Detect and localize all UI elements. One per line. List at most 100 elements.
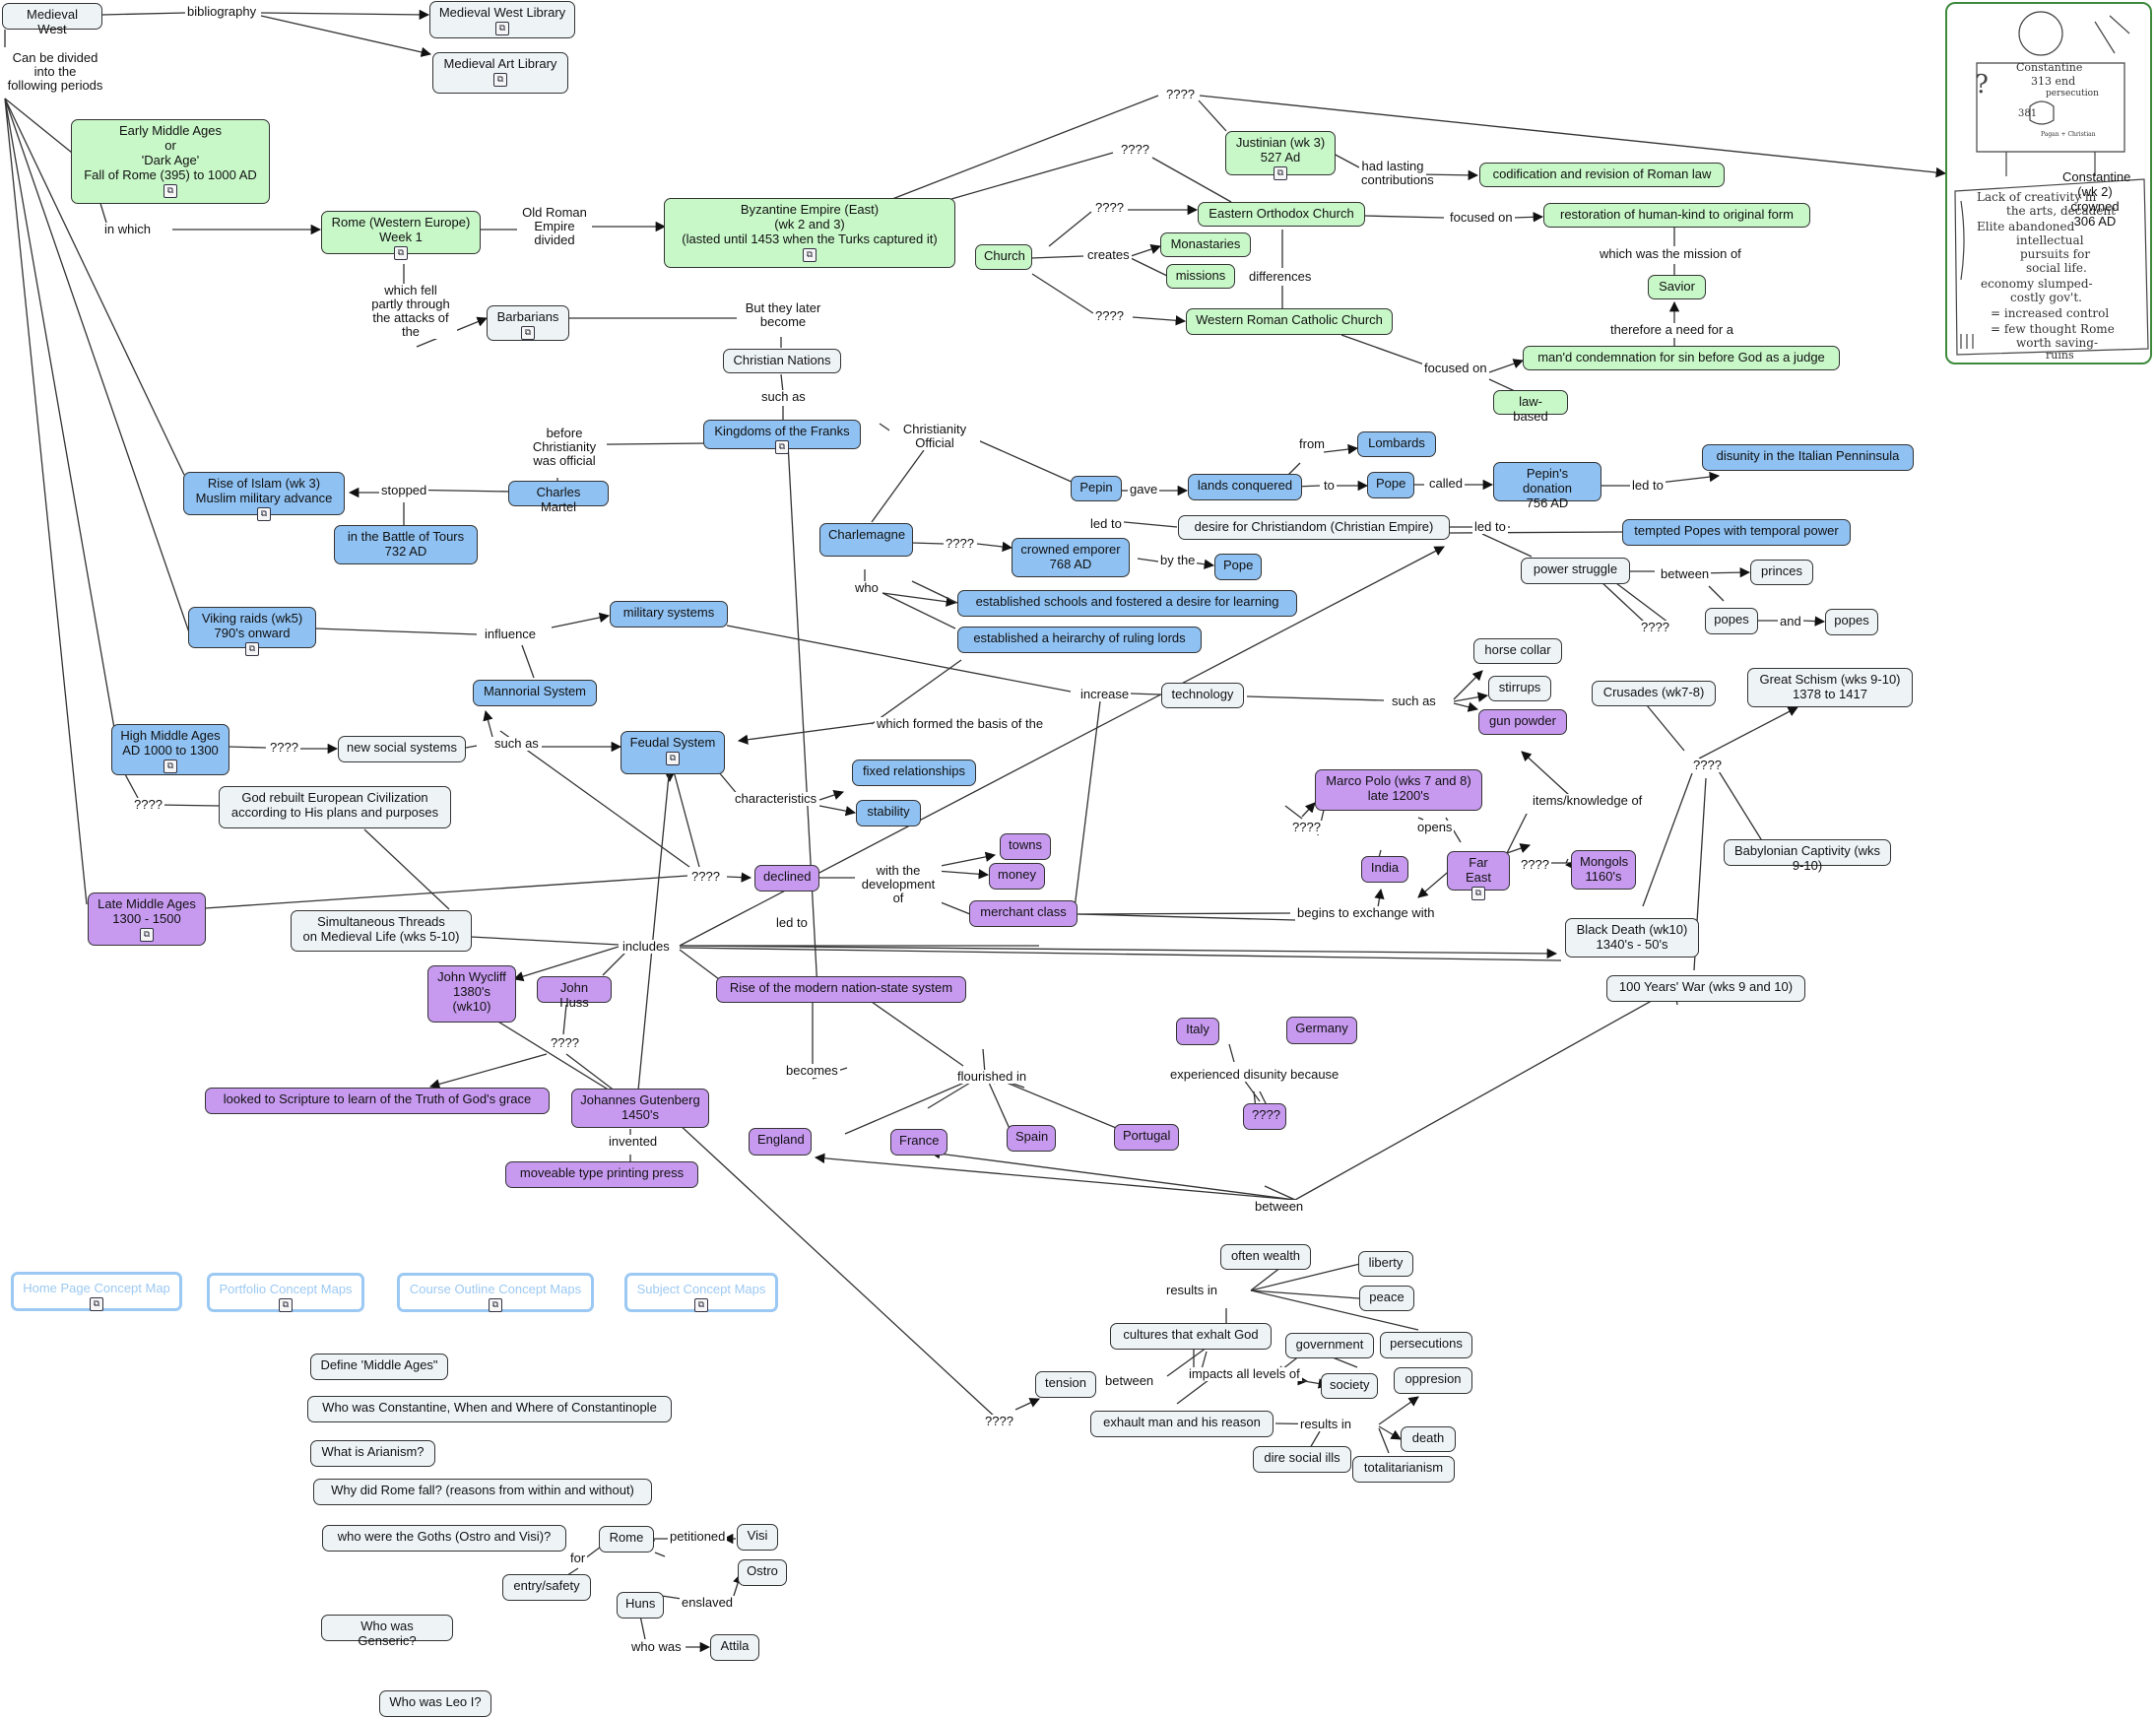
- node-question-leo[interactable]: Who was Leo I?: [379, 1690, 491, 1717]
- node-pepins-donation[interactable]: Pepin's donation 756 AD: [1493, 462, 1601, 510]
- node-john-wycliff[interactable]: John Wycliff 1380's (wk10): [427, 965, 516, 1023]
- linked-resource-icon[interactable]: ⧉: [803, 248, 817, 262]
- node-christian-nations[interactable]: Christian Nations: [723, 349, 841, 373]
- node-question-goths[interactable]: who were the Goths (Ostro and Visi)?: [322, 1525, 566, 1552]
- node-established-heirarchy[interactable]: established a heirarchy of ruling lords: [957, 627, 1202, 653]
- node-looked-to-scripture[interactable]: looked to Scripture to learn of the Trut…: [205, 1088, 550, 1114]
- nav-home-page-concept-map[interactable]: Home Page Concept Map⧉: [11, 1272, 182, 1311]
- node-question-constantine[interactable]: Who was Constantine, When and Where of C…: [307, 1396, 672, 1422]
- node-johannes-gutenberg[interactable]: Johannes Gutenberg 1450's: [571, 1089, 709, 1128]
- node-medieval-art-library[interactable]: Medieval Art Library⧉: [432, 52, 568, 94]
- node-military-systems[interactable]: military systems: [610, 601, 728, 628]
- nav-course-outline-concept-maps[interactable]: Course Outline Concept Maps⧉: [397, 1273, 594, 1312]
- node-far-east[interactable]: Far East⧉: [1447, 851, 1510, 900]
- node-often-wealth[interactable]: often wealth: [1220, 1244, 1311, 1270]
- node-liberty[interactable]: liberty: [1358, 1251, 1413, 1277]
- linked-resource-icon[interactable]: ⧉: [694, 1298, 708, 1312]
- node-question-define-middle-ages[interactable]: Define 'Middle Ages": [310, 1354, 448, 1380]
- node-established-schools[interactable]: established schools and fostered a desir…: [957, 590, 1297, 617]
- node-simultaneous-threads[interactable]: Simultaneous Threads on Medieval Life (w…: [291, 910, 472, 952]
- linked-resource-icon[interactable]: ⧉: [163, 184, 177, 198]
- node-unknown[interactable]: ????: [1243, 1103, 1286, 1130]
- node-desire-for-christiandom[interactable]: desire for Christiandom (Christian Empir…: [1178, 515, 1450, 540]
- node-john-huss[interactable]: John Huss: [537, 976, 612, 1010]
- node-india[interactable]: India: [1361, 856, 1408, 883]
- node-ostro[interactable]: Ostro: [738, 1559, 787, 1586]
- linked-resource-icon[interactable]: ⧉: [140, 928, 154, 942]
- node-towns[interactable]: towns: [1000, 833, 1051, 860]
- node-technology[interactable]: technology: [1161, 683, 1244, 708]
- linked-resource-icon[interactable]: ⧉: [257, 507, 271, 521]
- node-germany[interactable]: Germany: [1286, 1017, 1357, 1044]
- node-hundred-years-war[interactable]: 100 Years' War (wks 9 and 10): [1606, 975, 1805, 1002]
- node-tempted-popes[interactable]: tempted Popes with temporal power: [1622, 519, 1851, 546]
- node-merchant-class[interactable]: merchant class: [969, 900, 1078, 927]
- node-rise-of-islam[interactable]: Rise of Islam (wk 3) Muslim military adv…: [183, 472, 345, 521]
- node-portugal[interactable]: Portugal: [1114, 1124, 1179, 1151]
- node-church[interactable]: Church: [975, 244, 1032, 270]
- linked-resource-icon[interactable]: ⧉: [666, 752, 680, 765]
- node-god-rebuilt[interactable]: God rebuilt European Civilization accord…: [219, 786, 451, 828]
- node-mongols[interactable]: Mongols 1160's: [1571, 850, 1636, 890]
- node-question-rome-fall[interactable]: Why did Rome fall? (reasons from within …: [313, 1479, 652, 1505]
- node-question-genseric[interactable]: Who was Genseric?: [321, 1615, 453, 1648]
- node-great-schism[interactable]: Great Schism (wks 9-10) 1378 to 1417: [1747, 668, 1913, 707]
- linked-resource-icon[interactable]: ⧉: [495, 22, 509, 35]
- nav-subject-concept-maps[interactable]: Subject Concept Maps⧉: [624, 1273, 778, 1312]
- linked-resource-icon[interactable]: ⧉: [279, 1298, 293, 1312]
- node-huns[interactable]: Huns: [617, 1592, 664, 1619]
- node-pepin[interactable]: Pepin: [1071, 476, 1122, 501]
- node-popes-2[interactable]: popes: [1825, 609, 1878, 635]
- node-western-roman-catholic-church[interactable]: Western Roman Catholic Church: [1186, 308, 1393, 335]
- node-society[interactable]: society: [1321, 1373, 1378, 1399]
- node-printing-press[interactable]: moveable type printing press: [505, 1161, 698, 1188]
- node-death[interactable]: death: [1401, 1426, 1456, 1452]
- node-power-struggle[interactable]: power struggle: [1521, 558, 1630, 584]
- node-stirrups[interactable]: stirrups: [1488, 676, 1551, 701]
- node-charles-martel[interactable]: Charles Martel: [508, 481, 609, 514]
- node-babylonian-captivity[interactable]: Babylonian Captivity (wks 9-10): [1724, 839, 1891, 873]
- node-oppresion[interactable]: oppresion: [1394, 1367, 1472, 1394]
- linked-resource-icon[interactable]: ⧉: [1274, 166, 1287, 180]
- node-princes[interactable]: princes: [1750, 560, 1813, 585]
- node-attila[interactable]: Attila: [710, 1634, 759, 1661]
- node-popes[interactable]: popes: [1705, 608, 1758, 634]
- node-codification[interactable]: codification and revision of Roman law: [1479, 163, 1725, 187]
- node-pope[interactable]: Pope: [1367, 472, 1414, 498]
- node-france[interactable]: France: [890, 1129, 947, 1156]
- linked-resource-icon[interactable]: ⧉: [521, 326, 535, 340]
- node-declined[interactable]: declined: [754, 865, 819, 892]
- node-marco-polo[interactable]: Marco Polo (wks 7 and 8) late 1200's: [1315, 769, 1482, 811]
- node-disunity-italian-penninsula[interactable]: disunity in the Italian Penninsula: [1702, 444, 1914, 471]
- node-government[interactable]: government: [1285, 1333, 1374, 1358]
- node-late-middle-ages[interactable]: Late Middle Ages 1300 - 1500⧉: [88, 892, 206, 946]
- node-cultures-exhalt-god[interactable]: cultures that exhalt God: [1110, 1323, 1272, 1350]
- node-early-middle-ages[interactable]: Early Middle Ages or 'Dark Age' Fall of …: [71, 119, 270, 204]
- node-visi[interactable]: Visi: [737, 1524, 778, 1551]
- node-peace[interactable]: peace: [1359, 1286, 1414, 1311]
- node-high-middle-ages[interactable]: High Middle Ages AD 1000 to 1300⧉: [111, 724, 229, 775]
- node-barbarians[interactable]: Barbarians⧉: [487, 305, 569, 341]
- linked-resource-icon[interactable]: ⧉: [489, 1298, 502, 1312]
- node-lands-conquered[interactable]: lands conquered: [1188, 474, 1302, 500]
- node-condemnation[interactable]: man'd condemnation for sin before God as…: [1523, 346, 1840, 370]
- node-viking-raids[interactable]: Viking raids (wk5) 790's onward⧉: [188, 607, 316, 656]
- node-question-arianism[interactable]: What is Arianism?: [310, 1440, 435, 1467]
- node-crusades[interactable]: Crusades (wk7-8): [1592, 681, 1716, 706]
- linked-resource-icon[interactable]: ⧉: [1471, 887, 1485, 900]
- node-gun-powder[interactable]: gun powder: [1478, 709, 1567, 735]
- node-rise-of-nation-state[interactable]: Rise of the modern nation-state system: [716, 976, 966, 1003]
- node-medieval-west[interactable]: Medieval West: [2, 3, 102, 36]
- node-exhault-man[interactable]: exhault man and his reason: [1090, 1411, 1274, 1437]
- node-black-death[interactable]: Black Death (wk10) 1340's - 50's: [1565, 918, 1699, 958]
- node-fixed-relationships[interactable]: fixed relationships: [852, 760, 976, 786]
- node-totalitarianism[interactable]: totalitarianism: [1352, 1456, 1455, 1483]
- node-charlemagne[interactable]: Charlemagne: [819, 523, 913, 557]
- linked-resource-icon[interactable]: ⧉: [90, 1297, 103, 1311]
- linked-resource-icon[interactable]: ⧉: [245, 642, 259, 656]
- node-spain[interactable]: Spain: [1007, 1125, 1056, 1152]
- nav-portfolio-concept-maps[interactable]: Portfolio Concept Maps⧉: [207, 1273, 364, 1312]
- linked-resource-icon[interactable]: ⧉: [163, 760, 177, 773]
- node-lombards[interactable]: Lombards: [1357, 431, 1436, 457]
- node-eastern-orthodox-church[interactable]: Eastern Orthodox Church: [1198, 202, 1365, 227]
